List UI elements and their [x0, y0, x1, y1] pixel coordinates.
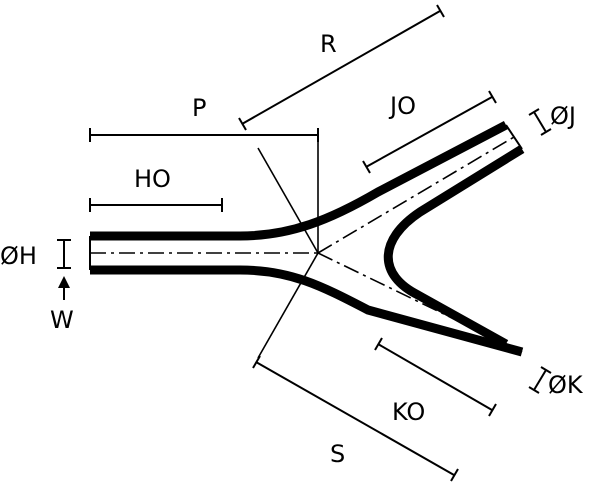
label-ko: KO — [392, 398, 425, 426]
lower-angle-reference-line — [257, 252, 319, 359]
label-r: R — [320, 30, 337, 58]
dimension-diameter-h: ØH — [0, 239, 71, 270]
dim-jo-tick-end — [488, 90, 497, 104]
label-jo: JO — [388, 92, 416, 120]
dim-jo-line — [365, 96, 493, 168]
dim-r-tick-end — [436, 4, 445, 18]
label-diameter-j: ØJ — [550, 102, 576, 130]
lower-branch-centerline — [317, 252, 515, 349]
label-diameter-h: ØH — [0, 242, 37, 270]
dim-jo-tick-start — [362, 160, 371, 174]
dimension-jo: JO — [362, 90, 497, 174]
dim-r-line — [241, 10, 441, 125]
label-diameter-k: ØK — [548, 371, 584, 399]
label-s: S — [330, 440, 345, 468]
dimension-diameter-k: ØK — [528, 366, 584, 399]
dimension-p: P — [89, 94, 319, 142]
reference-lines — [257, 135, 319, 359]
dimension-ho: HO — [89, 165, 223, 212]
dim-j-tick-top — [528, 108, 540, 116]
dimension-w: W — [50, 276, 74, 334]
upper-branch-centerline — [317, 136, 515, 254]
inner-crotch-wall — [383, 145, 525, 348]
dim-k-tick-bottom — [528, 386, 540, 394]
dimension-s: S — [252, 355, 459, 482]
outer-wall-lower — [90, 265, 524, 357]
dim-s-tick-end — [450, 468, 459, 482]
dim-ko-line — [377, 343, 493, 411]
label-w: W — [50, 306, 74, 334]
centerlines — [90, 136, 515, 349]
dim-s-tick-start — [252, 355, 261, 369]
dimension-diameter-j: ØJ — [528, 102, 576, 136]
dim-s-line — [255, 361, 455, 476]
dim-ko-tick-end — [488, 403, 497, 417]
label-p: P — [192, 94, 206, 122]
dim-j-tick-bottom — [540, 128, 552, 136]
branch-upper-end — [505, 124, 523, 150]
dim-j-line — [533, 111, 547, 133]
dim-w-arrowhead-icon — [58, 276, 70, 288]
dim-ko-tick-start — [374, 337, 383, 351]
label-ho: HO — [134, 165, 171, 193]
dim-k-line — [533, 369, 547, 391]
outer-wall-upper — [90, 121, 509, 241]
dimension-r: R — [238, 4, 445, 131]
upper-angle-reference-line — [257, 147, 319, 254]
dim-r-tick-start — [238, 117, 247, 131]
dimension-ko: KO — [374, 337, 497, 426]
tube-body — [89, 121, 525, 357]
dim-k-tick-top — [540, 366, 552, 374]
